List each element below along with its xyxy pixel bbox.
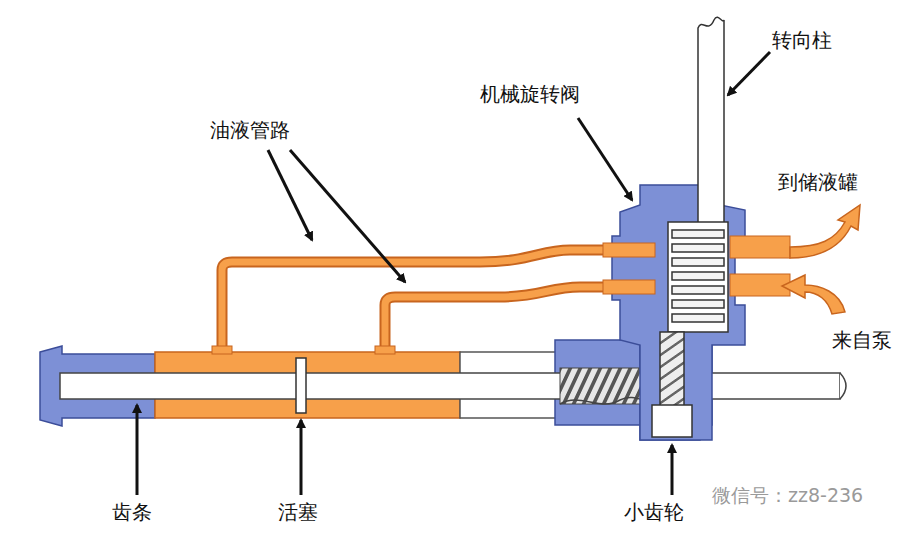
oil-line (222, 250, 612, 352)
part-label: 转向柱 (772, 28, 832, 52)
leader-line (137, 52, 770, 495)
part-label: 齿条 (112, 500, 152, 524)
flow-label: 来自泵 (832, 328, 892, 352)
steering-column (698, 17, 724, 225)
spool-rib (672, 286, 724, 294)
part-label: 机械旋转阀 (480, 82, 580, 106)
spool-rib (672, 314, 724, 322)
rack (60, 373, 840, 399)
rotary-spool (668, 222, 728, 332)
spool-rib (672, 272, 724, 280)
spool-rib (672, 300, 724, 308)
spool-rib (672, 230, 724, 238)
piston (296, 358, 306, 413)
part-label: 油液管路 (210, 118, 290, 142)
valve-housing (603, 185, 790, 440)
spool-rib (672, 244, 724, 252)
watermark: 微信号：zz8-236 (712, 484, 863, 507)
part-label: 活塞 (278, 500, 318, 524)
flow-label: 到储液罐 (778, 170, 858, 194)
pinion (660, 332, 684, 407)
return-arrow (790, 205, 860, 258)
supply-arrow (782, 275, 845, 314)
spool-rib (672, 258, 724, 266)
part-label: 小齿轮 (624, 500, 684, 524)
